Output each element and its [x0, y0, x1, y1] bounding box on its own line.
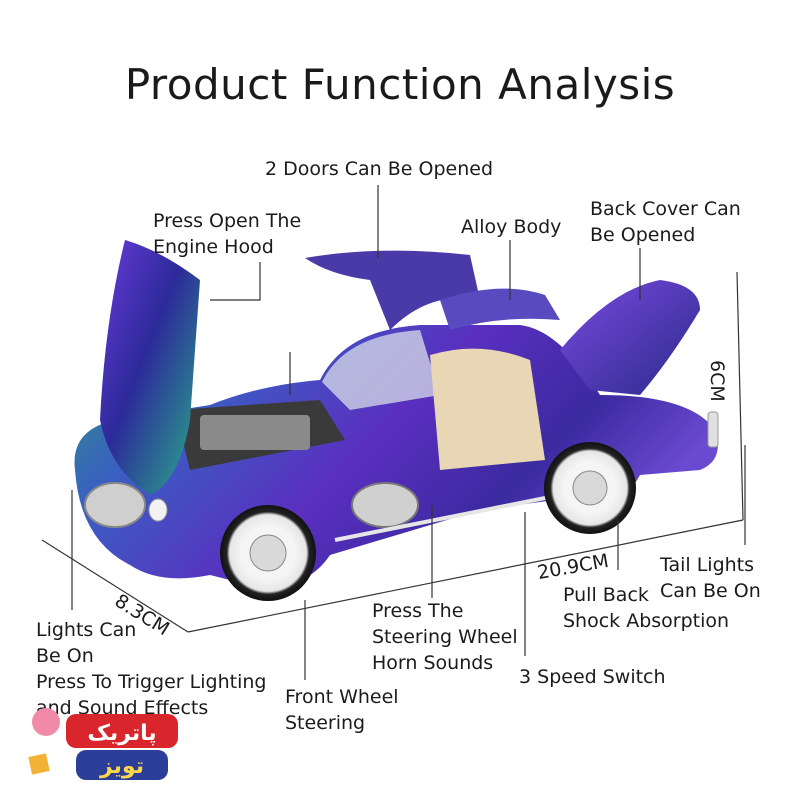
- dimension-lines: [41, 271, 744, 633]
- logo-text-line2: تویز: [99, 754, 144, 779]
- label-tail-lights: Tail Lights Can Be On: [660, 554, 761, 602]
- logo-text-line1: پاتریک: [87, 721, 156, 746]
- tail-light: [707, 411, 719, 448]
- label-steering-wheel: Press The Steering Wheel Horn Sounds: [372, 600, 518, 674]
- label-front-wheel: Front Wheel Steering: [285, 686, 399, 734]
- gullwing-door-right: [440, 288, 560, 330]
- dimension-height: 6CM: [706, 360, 728, 402]
- front-wheel: [220, 505, 316, 601]
- gullwing-door-left: [305, 250, 480, 330]
- brand-logo: پاتریک تویز: [18, 700, 193, 788]
- label-back-cover: Back Cover Can Be Opened: [590, 198, 741, 246]
- label-pull-back: Pull Back Shock Absorption: [563, 584, 730, 632]
- label-speed-switch: 3 Speed Switch: [519, 666, 666, 688]
- back-cover: [560, 280, 700, 395]
- page-title: Product Function Analysis: [124, 60, 676, 109]
- leader-lines: [71, 185, 746, 680]
- label-alloy-body: Alloy Body: [461, 216, 562, 238]
- rear-wheel: [544, 442, 636, 534]
- engine-hood: [100, 240, 200, 495]
- label-engine-hood: Press Open The Engine Hood: [153, 210, 302, 258]
- label-doors: 2 Doors Can Be Opened: [265, 158, 494, 180]
